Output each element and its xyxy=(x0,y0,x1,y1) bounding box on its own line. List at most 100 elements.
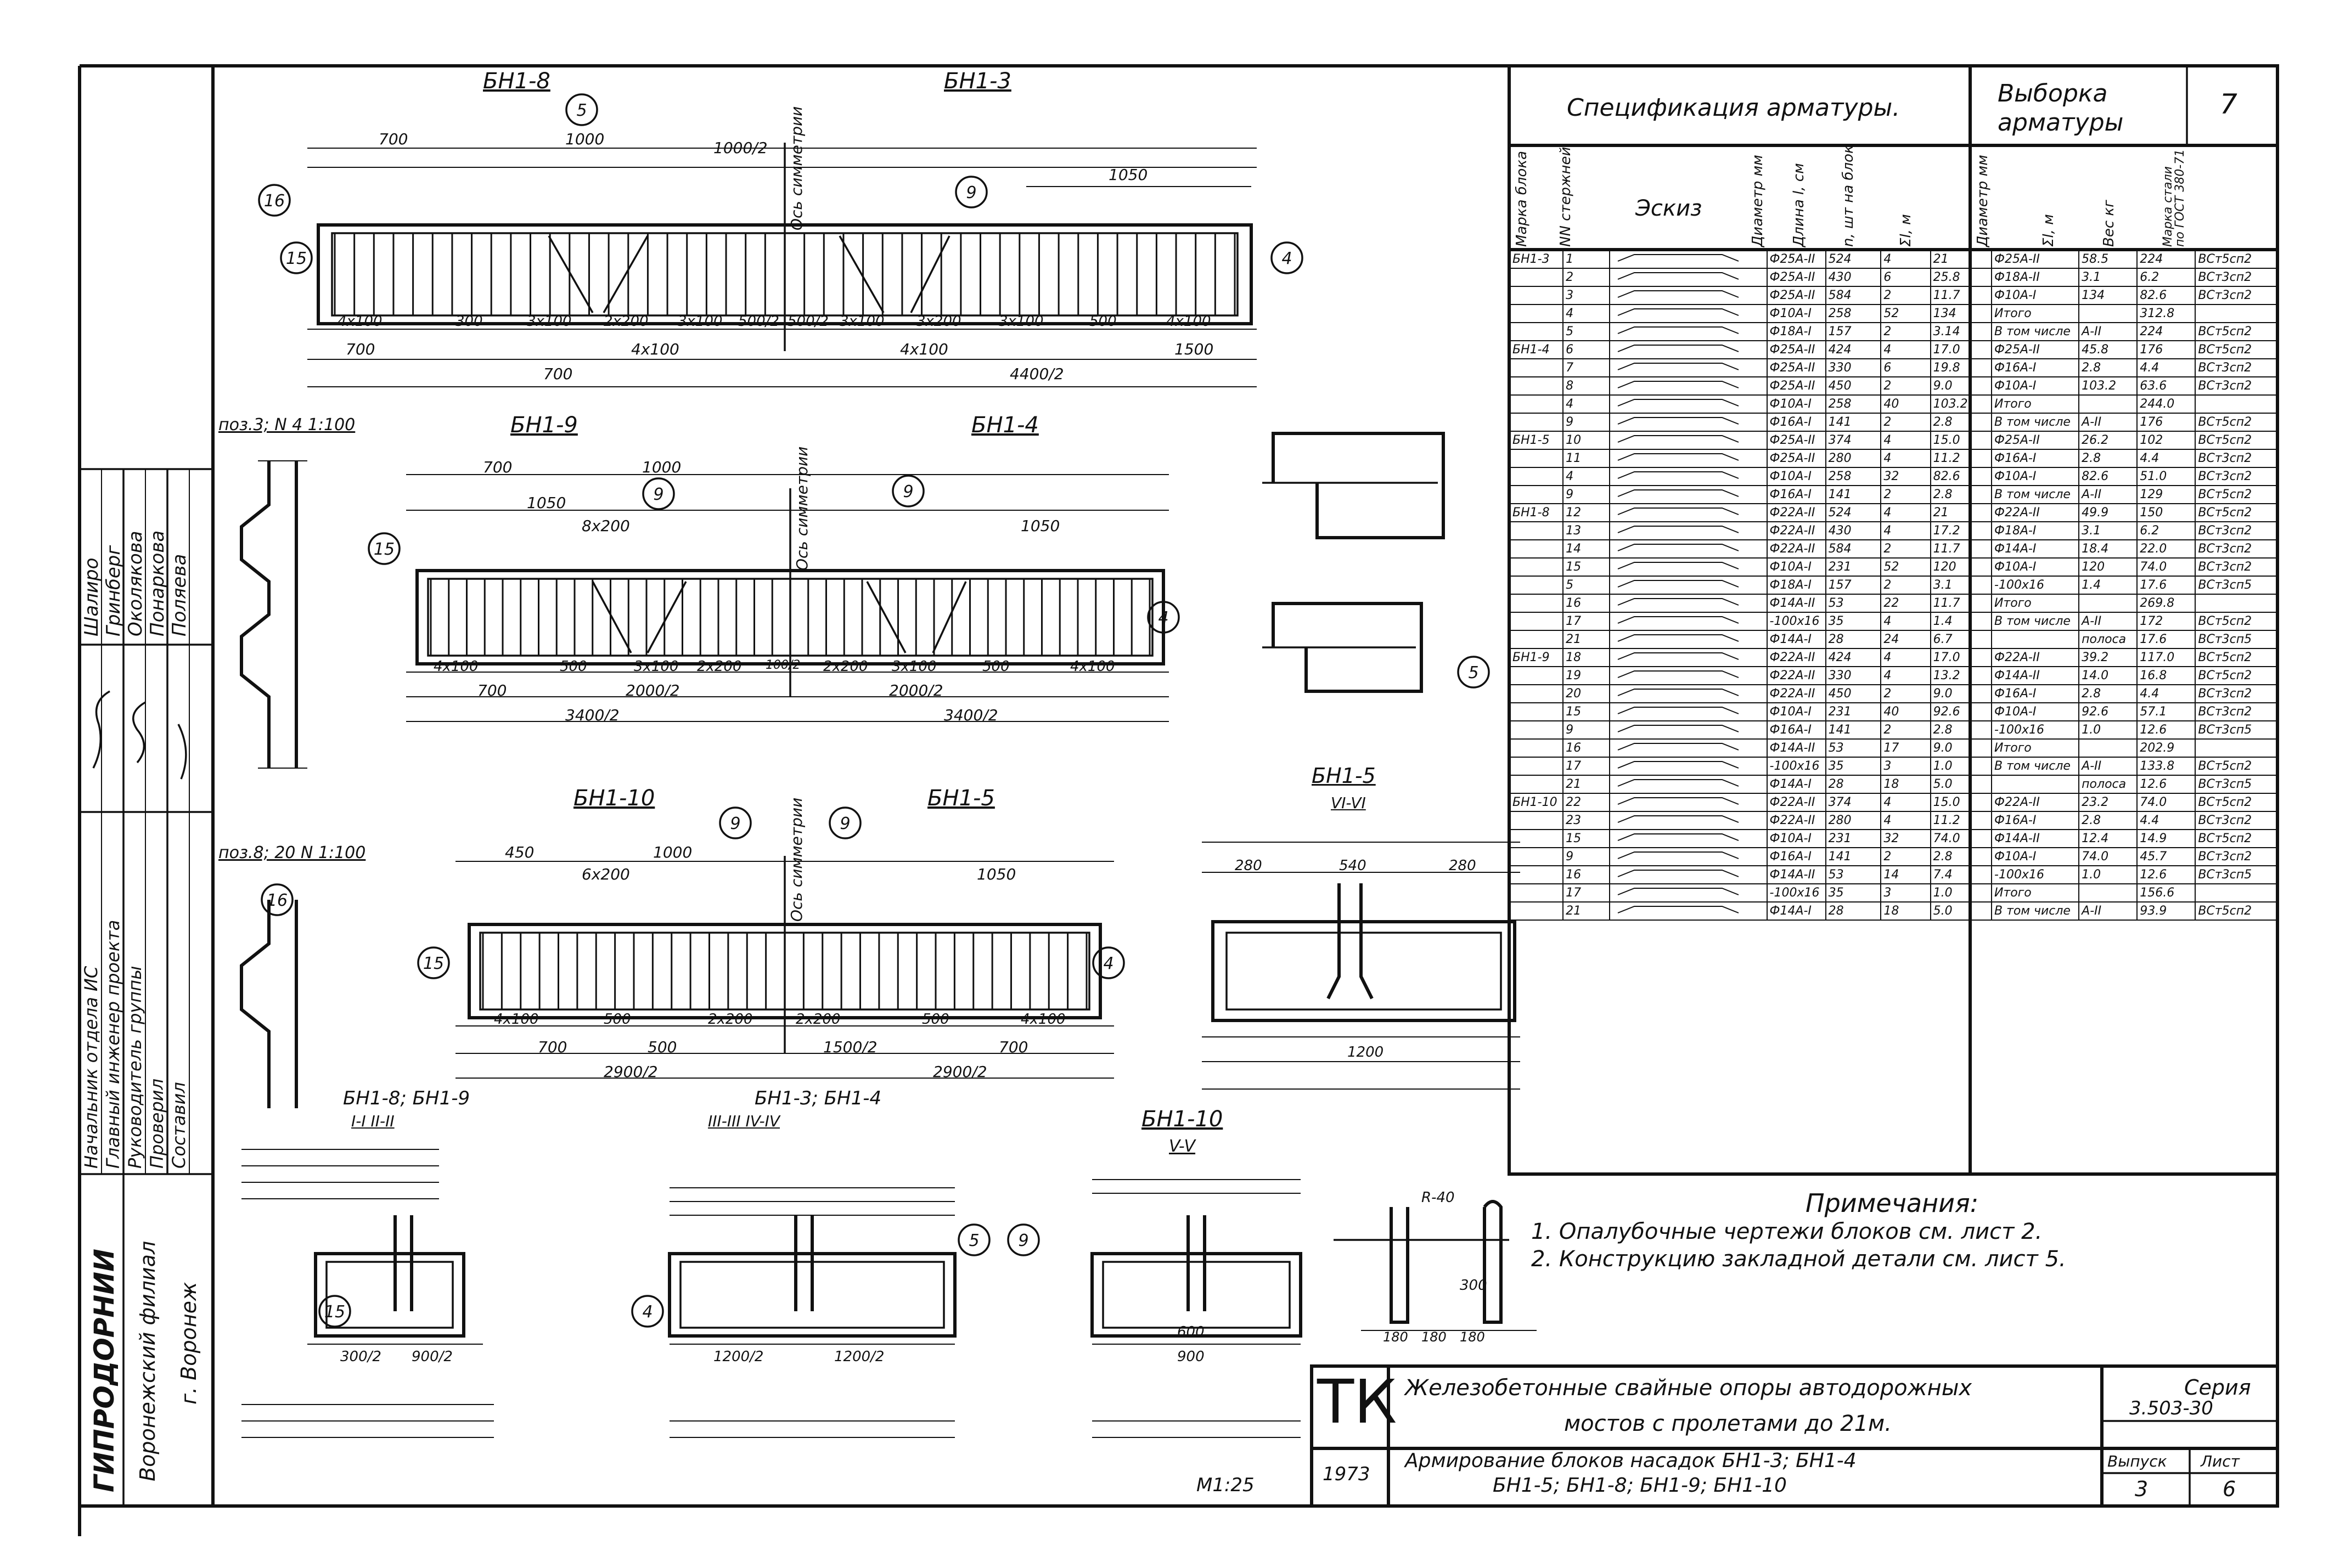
spec-cell: БН1-8 xyxy=(1509,503,1564,522)
callout-circle xyxy=(565,93,598,126)
dim-top-4x100b: 4x100 xyxy=(1166,313,1211,330)
spec-cell: 374 xyxy=(1825,793,1882,812)
spec-cell xyxy=(1509,358,1564,377)
spec-cell: 2 xyxy=(1562,268,1611,287)
spec-cell: Ф16А-I xyxy=(1991,811,2080,830)
spec-cell xyxy=(1609,865,1768,884)
dim-mid-700: 700 xyxy=(483,458,513,476)
spec-cell: ВСт3сп5 xyxy=(2195,720,2277,740)
spec-cell: -100x16 xyxy=(1991,865,2080,884)
bar-sketch-icon xyxy=(1617,435,1739,443)
spec-cell: Ф22А-II xyxy=(1991,503,2080,522)
spec-cell: Ф10А-I xyxy=(1991,557,2080,577)
spec-cell: 4 xyxy=(1880,648,1931,667)
spec-cell: 14 xyxy=(1880,865,1931,884)
sig-role-4: Проверил xyxy=(147,1078,167,1169)
spec-cell: Ф25А-II xyxy=(1766,449,1826,468)
spec-cell xyxy=(1609,304,1768,323)
spec-cell: Ф25А-II xyxy=(1766,376,1826,396)
spec-cell xyxy=(1509,702,1564,721)
dim-mid-700b: 700 xyxy=(477,681,507,700)
dim-sec-c-1: 600 xyxy=(1177,1324,1205,1340)
spec-cell: В том числе xyxy=(1991,757,2080,776)
spec-cell xyxy=(1609,576,1768,595)
spec-cell xyxy=(1609,557,1768,577)
dim-top-1000-2: 1000/2 xyxy=(713,139,768,157)
spec-cell: 280 xyxy=(1825,811,1882,830)
bar-sketch-icon xyxy=(1617,471,1739,479)
spec-cell: Ф25А-II xyxy=(1766,250,1826,269)
spec-cell: Ф14А-I xyxy=(1766,901,1826,921)
label-sec-3-4: БН1-3; БН1-4 xyxy=(755,1087,882,1109)
spec-cell: ВСт5сп2 xyxy=(2195,793,2277,812)
spec-cell: 2.8 xyxy=(2078,449,2138,468)
label-bn1-3-top: БН1-3 xyxy=(944,69,1011,94)
spec-cell: 51.0 xyxy=(2136,467,2196,486)
subtitle-line-1: Армирование блоков насадок БН1-3; БН1-4 xyxy=(1405,1449,1857,1472)
spec-cell xyxy=(2195,394,2277,414)
spec-cell: 45.7 xyxy=(2136,847,2196,866)
spec-cell: 424 xyxy=(1825,648,1882,667)
spec-cell: 1.0 xyxy=(2078,865,2138,884)
spec-cell xyxy=(1609,702,1768,721)
dim-mid-2x200b: 2x200 xyxy=(823,658,868,675)
spec-cell: Ф16А-I xyxy=(1991,684,2080,703)
spec-cell xyxy=(1609,811,1768,830)
embedded-part-detail xyxy=(1334,1200,1537,1331)
spec-cell: 93.9 xyxy=(2136,901,2196,921)
spec-cell: 74.0 xyxy=(2136,793,2196,812)
dim-top-3x100c: 3x100 xyxy=(840,313,885,330)
dim-sec-d-2: 540 xyxy=(1339,858,1366,874)
hdr-sel-sum: Σl, м xyxy=(2040,214,2057,247)
spec-cell: БН1-4 xyxy=(1509,340,1564,359)
spec-cell: ВСт3сп2 xyxy=(2195,684,2277,703)
spec-cell: 129 xyxy=(2136,485,2196,504)
spec-cell xyxy=(1609,286,1768,305)
spec-cell: 4.4 xyxy=(2136,358,2196,377)
spec-cell: 202.9 xyxy=(2136,738,2196,758)
spec-cell: Итого xyxy=(1991,883,2080,903)
spec-cell: 11.7 xyxy=(1930,539,1993,559)
section-i-ii xyxy=(241,1149,494,1438)
dim-mid-3400b: 3400/2 xyxy=(944,706,998,724)
dim-top-1500b: 4x100 xyxy=(900,340,948,358)
dim-low-500c: 500 xyxy=(648,1038,677,1056)
dim-mid-1000: 1000 xyxy=(642,458,682,476)
spec-cell xyxy=(1509,865,1564,884)
spec-cell: 584 xyxy=(1825,286,1882,305)
spec-cell: ВСт5сп2 xyxy=(2195,757,2277,776)
spec-cell: 4 xyxy=(1880,503,1931,522)
spec-cell xyxy=(1609,630,1768,649)
spec-cell: 10 xyxy=(1562,431,1611,450)
callout-label: 9 xyxy=(966,183,976,202)
spec-cell: Ф10А-I xyxy=(1766,702,1826,721)
spec-cell: 21 xyxy=(1562,775,1611,794)
callout-circle xyxy=(1092,946,1125,979)
sig-name-5: Поляева xyxy=(168,554,190,636)
spec-cell: 584 xyxy=(1825,539,1882,559)
spec-cell: 15 xyxy=(1562,557,1611,577)
spec-cell xyxy=(1609,413,1768,432)
series-value: 3.503-30 xyxy=(2129,1397,2213,1419)
bar-detail-pos8 xyxy=(1262,432,1445,693)
dim-sec-a-1: 300/2 xyxy=(340,1349,381,1365)
callout-circle xyxy=(829,806,862,839)
bar-sketch-icon xyxy=(1617,905,1739,913)
spec-cell: 2.8 xyxy=(1930,485,1993,504)
spec-cell: Ф10А-I xyxy=(1766,394,1826,414)
callout-circle xyxy=(318,1295,351,1328)
spec-cell: 176 xyxy=(2136,413,2196,432)
callout-label: 15 xyxy=(286,249,307,268)
spec-cell: 92.6 xyxy=(2078,702,2138,721)
spec-cell xyxy=(1991,775,2080,794)
spec-cell: -100x16 xyxy=(1766,612,1826,631)
spec-cell: В том числе xyxy=(1991,485,2080,504)
spec-cell: 12.6 xyxy=(2136,720,2196,740)
spec-cell: 14.9 xyxy=(2136,829,2196,848)
spec-cell: 2 xyxy=(1880,286,1931,305)
spec-cell: 21 xyxy=(1930,503,1993,522)
